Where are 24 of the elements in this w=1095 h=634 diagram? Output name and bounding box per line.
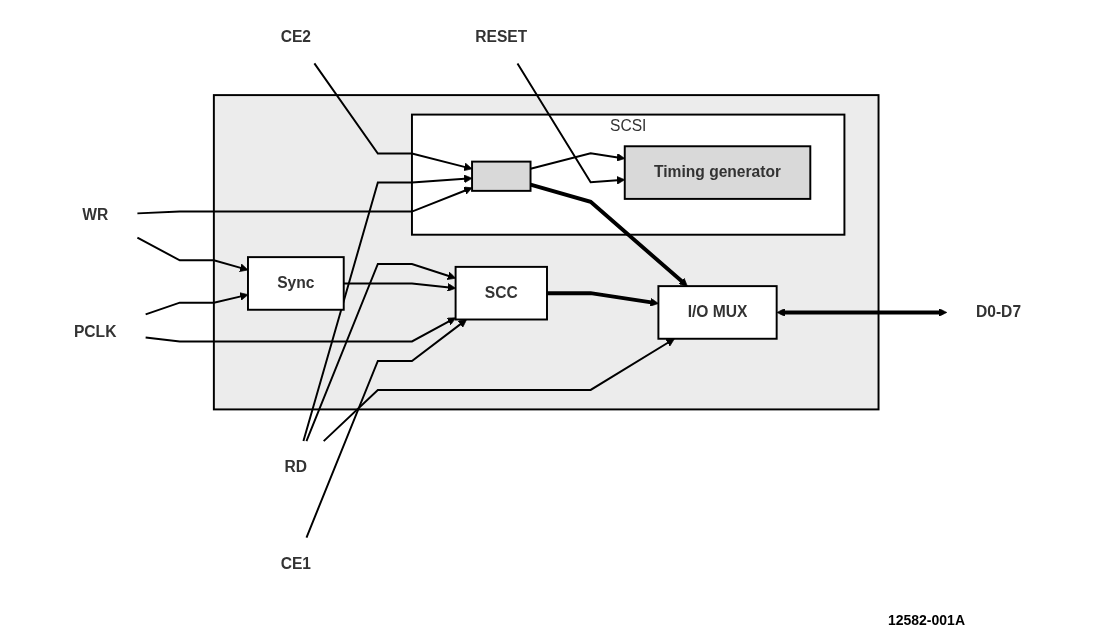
node-text: PCLK bbox=[73, 322, 117, 339]
arrow bbox=[313, 61, 473, 171]
node-box: SCC bbox=[454, 265, 548, 320]
arrow bbox=[305, 318, 467, 539]
arrow bbox=[305, 262, 456, 442]
node-text: RESET bbox=[475, 27, 528, 45]
figure-number: 12582-001A bbox=[887, 612, 965, 628]
node-text: CE2 bbox=[280, 27, 312, 45]
arrow bbox=[136, 186, 473, 214]
arrow bbox=[302, 174, 473, 442]
node-box: I/O MUX bbox=[657, 284, 778, 340]
node-box: Sync bbox=[247, 255, 345, 311]
arrow bbox=[530, 182, 688, 286]
arrow bbox=[547, 290, 659, 307]
node-box: Timing generator bbox=[623, 144, 812, 200]
node-text: D0-D7 bbox=[975, 303, 1022, 320]
arrow bbox=[776, 307, 948, 317]
arrow bbox=[144, 317, 456, 342]
arrow bbox=[322, 337, 675, 442]
node-text: WR bbox=[82, 205, 109, 223]
node-text: CE1 bbox=[280, 554, 312, 572]
node-box bbox=[471, 160, 532, 192]
cluster bbox=[212, 93, 880, 410]
node-text: RD bbox=[284, 458, 308, 475]
